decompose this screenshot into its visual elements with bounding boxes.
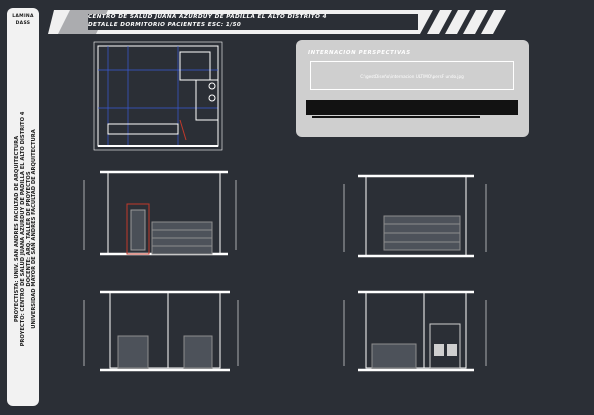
elevation-3 [83,290,239,372]
elevation-1 [83,170,237,256]
title-line-1: CENTRO DE SALUD JUANA AZURDUY DE PADILLA… [88,14,327,20]
sheet-label-bottom: DASS [15,21,31,26]
elevation-2 [343,174,487,258]
panel-redacted-bar-thin [312,116,480,118]
title-line-2: DETALLE DORMITORIO PACIENTES ESC: 1/50 [88,22,242,28]
perspective-image-filename: C:\gestDiseño\internacion ULTIMO\persF u… [360,74,464,79]
title-band: CENTRO DE SALUD JUANA AZURDUY DE PADILLA… [48,10,510,34]
perspective-panel: INTERNACION PERSPECTIVAS C:\gestDiseño\i… [296,40,529,137]
title-sidebar: LAMINA DASS PROYECTO: CENTRO DE SALUD JU… [7,8,39,406]
sheet-label-top: LAMINA [12,14,34,19]
elevation-4 [343,290,487,372]
title-band-graphic [48,10,506,34]
floor-plan [93,41,223,151]
panel-redacted-bar [306,100,518,115]
perspective-image-placeholder: C:\gestDiseño\internacion ULTIMO\persF u… [310,61,514,90]
perspective-panel-title: INTERNACION PERSPECTIVAS [308,50,411,56]
